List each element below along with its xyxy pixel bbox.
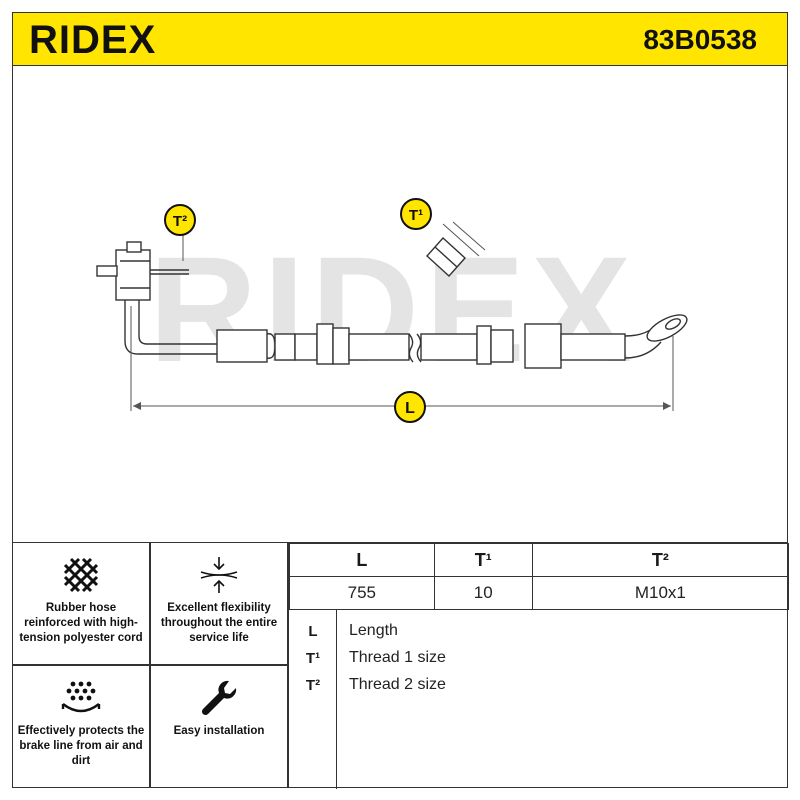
legend: L Length T¹ Thread 1 size T² Thread 2 si… — [289, 609, 787, 789]
svg-text:T²: T² — [173, 213, 187, 230]
spec-header-l: L — [289, 543, 435, 577]
mesh-icon — [63, 557, 99, 593]
spec-header-t2: T² — [531, 543, 790, 577]
feature-text: Effectively protects the brake line from… — [17, 725, 145, 767]
brand-logo: RIDEX — [29, 18, 157, 62]
legend-key: T² — [305, 676, 321, 694]
header-bar: RIDEX 83B0538 — [12, 12, 788, 66]
legend-row-thread-1: T¹ Thread 1 size — [289, 646, 446, 670]
feature-flexibility: Excellent flexibility throughout the ent… — [150, 542, 288, 665]
spec-value-t1: 10 — [433, 576, 533, 610]
technical-drawing: RIDEX — [12, 66, 788, 542]
callout-t1: T¹ — [400, 198, 432, 230]
svg-text:T¹: T¹ — [409, 207, 423, 224]
spec-header-row: L T¹ T² — [289, 543, 790, 577]
legend-label: Length — [349, 622, 398, 639]
feature-reinforced-hose: Rubber hose reinforced with high-tension… — [12, 542, 150, 665]
callout-l: L — [394, 391, 426, 423]
wrench-icon — [201, 680, 237, 716]
shield-dots-icon — [61, 681, 101, 713]
watermark-text: RIDEX — [149, 225, 637, 393]
spec-value-l: 755 — [289, 576, 435, 610]
legend-key: L — [308, 622, 318, 640]
feature-text: Easy installation — [173, 725, 265, 737]
legend-label: Thread 2 size — [349, 676, 446, 693]
spec-panel: L T¹ T² 755 10 M10x1 L Length T¹ Thread … — [288, 542, 790, 789]
feature-protection: Effectively protects the brake line from… — [12, 665, 150, 788]
callout-t2: T² — [164, 204, 196, 236]
feature-installation: Easy installation — [150, 665, 288, 788]
hose-drawing-svg: RIDEX — [96, 198, 688, 423]
legend-row-thread-2: T² Thread 2 size — [289, 673, 446, 697]
legend-key-column — [289, 609, 337, 789]
legend-label: Thread 1 size — [349, 649, 446, 666]
feature-text: Excellent flexibility throughout the ent… — [160, 602, 278, 644]
spec-table: L T¹ T² 755 10 M10x1 — [289, 543, 790, 610]
bracket-fitting — [115, 249, 151, 301]
svg-text:L: L — [405, 400, 415, 417]
feature-text: Rubber hose reinforced with high-tension… — [19, 602, 143, 644]
spec-value-row: 755 10 M10x1 — [289, 576, 790, 610]
spec-header-t1: T¹ — [433, 543, 533, 577]
flex-icon — [200, 557, 238, 593]
spec-value-t2: M10x1 — [531, 576, 790, 610]
legend-key: T¹ — [305, 649, 321, 667]
feature-grid: Rubber hose reinforced with high-tension… — [12, 542, 288, 788]
part-number: 83B0538 — [643, 24, 757, 55]
legend-row-length: L Length — [289, 619, 398, 643]
